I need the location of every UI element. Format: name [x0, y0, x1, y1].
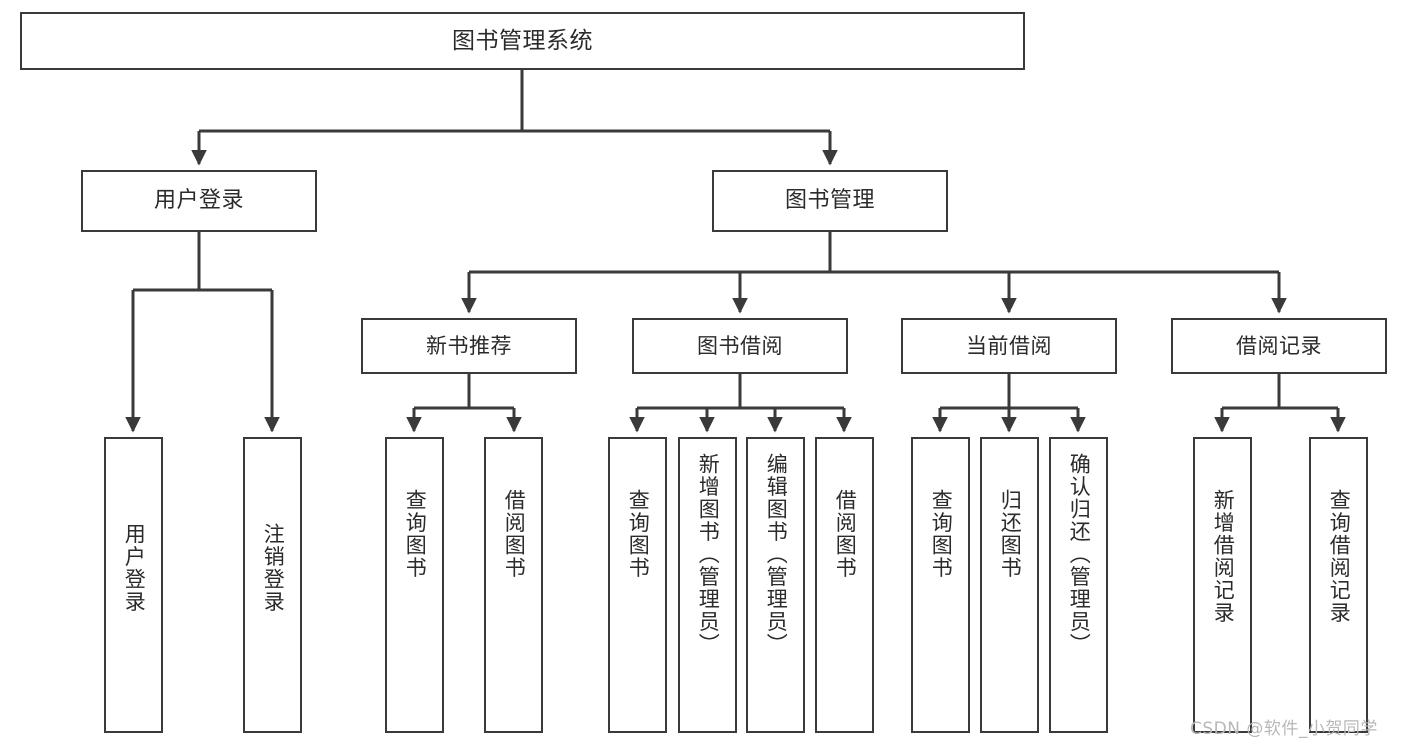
leaf-user-login-login[interactable]: 用户登录: [104, 437, 163, 733]
node-current-borrow[interactable]: 当前借阅: [901, 318, 1117, 374]
node-label: 查询图书: [626, 489, 651, 579]
leaf-borrow-record-query-record[interactable]: 查询借阅记录: [1309, 437, 1368, 733]
node-label: 当前借阅: [966, 333, 1052, 358]
leaf-borrow-record-add-record[interactable]: 新增借阅记录: [1193, 437, 1252, 733]
leaf-book-borrow-add-book-admin[interactable]: 新增图书（管理员）: [678, 437, 737, 733]
csdn-watermark: CSDN @软件_小贺同学: [1190, 719, 1378, 739]
node-label: 查询图书: [403, 489, 428, 579]
node-label: 借阅图书: [502, 489, 527, 579]
leaf-book-borrow-query-book[interactable]: 查询图书: [608, 437, 667, 733]
leaf-current-borrow-return-book[interactable]: 归还图书: [980, 437, 1039, 733]
node-label: 图书管理系统: [452, 27, 593, 54]
node-book-management[interactable]: 图书管理: [712, 170, 948, 232]
node-new-book-recommendation[interactable]: 新书推荐: [361, 318, 577, 374]
node-label: 编辑图书（管理员）: [764, 453, 789, 656]
node-label: 注销登录: [261, 523, 286, 613]
node-label: 图书管理: [784, 188, 875, 214]
node-label: 确认归还（管理员）: [1067, 453, 1092, 656]
node-label: 新书推荐: [426, 333, 512, 358]
leaf-current-borrow-query-book[interactable]: 查询图书: [911, 437, 970, 733]
leaf-book-borrow-edit-book-admin[interactable]: 编辑图书（管理员）: [746, 437, 805, 733]
node-book-borrow[interactable]: 图书借阅: [632, 318, 848, 374]
node-user-login[interactable]: 用户登录: [81, 170, 317, 232]
node-label: 查询借阅记录: [1327, 489, 1352, 624]
node-root-book-management-system[interactable]: 图书管理系统: [20, 12, 1025, 70]
leaf-new-book-borrow-book[interactable]: 借阅图书: [484, 437, 543, 733]
node-borrow-record[interactable]: 借阅记录: [1171, 318, 1387, 374]
leaf-book-borrow-borrow-book[interactable]: 借阅图书: [815, 437, 874, 733]
node-label: 用户登录: [153, 188, 244, 214]
leaf-user-login-logout[interactable]: 注销登录: [243, 437, 302, 733]
node-label: 借阅记录: [1236, 333, 1322, 358]
node-label: 归还图书: [998, 489, 1023, 579]
leaf-current-borrow-confirm-return-admin[interactable]: 确认归还（管理员）: [1049, 437, 1108, 733]
node-label: 查询图书: [929, 489, 954, 579]
node-label: 新增借阅记录: [1211, 489, 1236, 624]
node-label: 图书借阅: [697, 333, 783, 358]
node-label: 新增图书（管理员）: [696, 453, 721, 656]
node-label: 用户登录: [122, 523, 147, 613]
node-label: 借阅图书: [833, 489, 858, 579]
leaf-new-book-query-book[interactable]: 查询图书: [385, 437, 444, 733]
